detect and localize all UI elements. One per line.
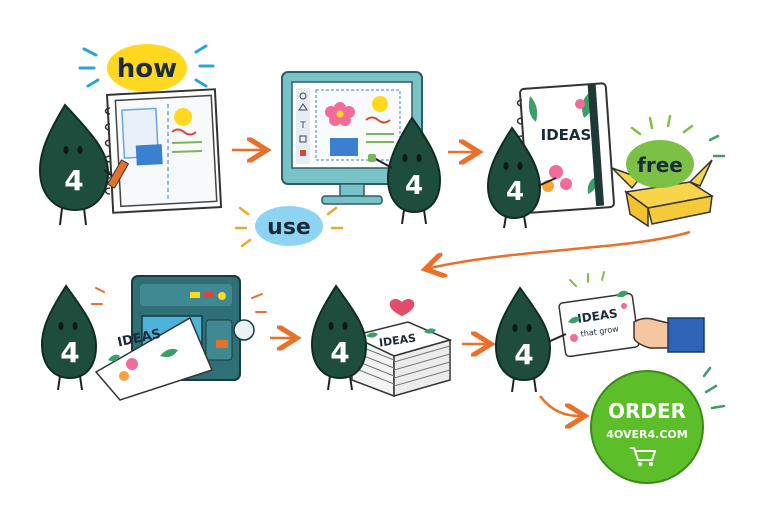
- mascot-5: 4: [310, 284, 368, 391]
- use-bubble: use: [234, 206, 344, 248]
- notebook-stack: IDEAS: [349, 321, 453, 398]
- sketch-notebook: [104, 88, 223, 214]
- order-badge[interactable]: ORDER 4OVER4.COM: [590, 366, 726, 484]
- mascot-4-label: 4: [60, 336, 79, 369]
- mascot-3: 4: [486, 126, 557, 229]
- free-gift-box: free: [611, 114, 726, 228]
- free-bubble: free: [626, 140, 694, 188]
- card-title-text: IDEAS: [576, 306, 618, 326]
- stack-cover-text: IDEAS: [378, 332, 417, 350]
- mascot-4: 4: [40, 284, 98, 391]
- order-badge-site: 4OVER4.COM: [606, 428, 687, 441]
- step-4-printing: IDEAS 4: [40, 275, 267, 401]
- how-bubble-text: how: [117, 54, 177, 84]
- mascot-2: 4: [368, 116, 442, 225]
- flower-icon: [325, 102, 355, 126]
- mascot-5-label: 4: [330, 336, 349, 369]
- step-6-delivery: IDEAS that grow 4: [494, 271, 705, 393]
- arrow-step3-to-step4: [430, 230, 691, 268]
- ideas-card: IDEAS that grow: [558, 271, 640, 358]
- mascot-1: 4: [38, 103, 130, 226]
- mascot-6: 4: [494, 286, 567, 393]
- notebook-cover-text: IDEAS: [541, 126, 592, 144]
- arrow-step6-to-order: [539, 395, 580, 416]
- ideas-notebook: IDEAS: [516, 82, 615, 214]
- cart-icon: [630, 447, 656, 466]
- svg-text:T: T: [299, 121, 306, 131]
- step-1-design-sketch: how 4: [38, 44, 223, 226]
- mascot-6-label: 4: [514, 338, 533, 371]
- mascot-1-label: 4: [64, 164, 83, 197]
- mascot-2-label: 4: [405, 171, 423, 201]
- heart-icon: [389, 299, 415, 316]
- how-bubble: how: [78, 44, 215, 92]
- pencil-icon: [106, 159, 130, 189]
- step-2-online-editor: T 4: [234, 71, 442, 248]
- mascot-3-label: 4: [506, 177, 524, 207]
- order-badge-title: ORDER: [608, 399, 686, 423]
- step-5-stack: IDEAS 4: [310, 284, 453, 398]
- free-bubble-text: free: [637, 153, 683, 177]
- step-3-notebook-and-free: IDEAS 4 free: [486, 82, 726, 229]
- printed-sheet: IDEAS: [94, 316, 214, 401]
- computer-monitor: T: [281, 71, 423, 205]
- hand-icon: [633, 317, 705, 353]
- use-bubble-text: use: [267, 215, 311, 240]
